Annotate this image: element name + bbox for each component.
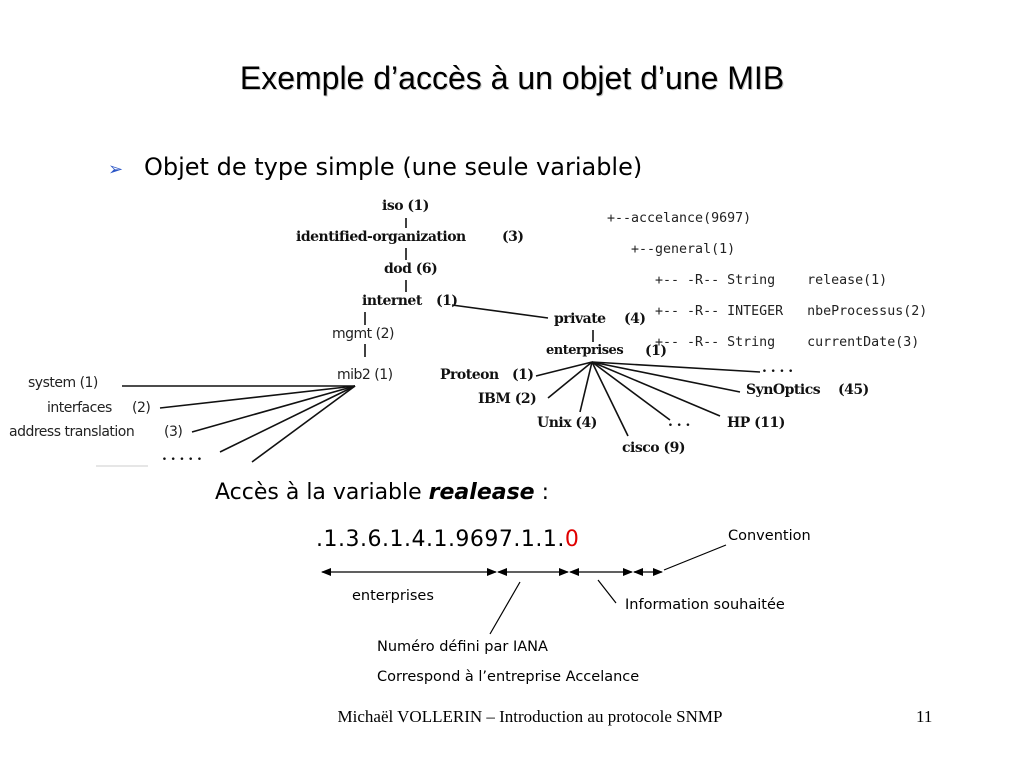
- access-variable: realease: [428, 480, 535, 505]
- code-line-5: +-- -R-- String currentDate(3): [607, 335, 920, 350]
- node-enterprises: enterprises: [546, 343, 624, 358]
- node-dod: dod (6): [384, 261, 438, 277]
- annotation-iana-line-2: Correspond à l’entreprise Accelance: [377, 669, 640, 685]
- oid-value: .1.3.6.1.4.1.9697.1.1.0: [316, 527, 579, 552]
- node-unix: Unix (4): [537, 415, 597, 431]
- node-private: private: [554, 311, 606, 327]
- node-interfaces-num: (2): [132, 400, 151, 416]
- node-mib2-more: . . . . .: [162, 448, 202, 464]
- code-line-1: +--accelance(9697): [607, 211, 752, 226]
- footer-text: Michaël VOLLERIN – Introduction au proto…: [337, 707, 723, 726]
- node-proteon-num: (1): [512, 367, 534, 383]
- annotation-iana-line-1: Numéro défini par IANA: [377, 639, 548, 655]
- node-iso: iso (1): [382, 198, 429, 214]
- node-identified-organization-num: (3): [502, 229, 524, 245]
- node-internet-num: (1): [436, 293, 458, 309]
- node-synoptics: SynOptics: [746, 382, 821, 398]
- annotation-information: Information souhaitée: [625, 597, 785, 613]
- slide-title: Exemple d’accès à un objet d’une MIB: [239, 60, 785, 96]
- bullet-item: ➢ Objet de type simple (une seule variabl…: [108, 153, 642, 181]
- annotation-enterprises: enterprises: [352, 588, 434, 604]
- code-line-3: +-- -R-- String release(1): [607, 273, 888, 288]
- node-hp: HP (11): [727, 415, 785, 431]
- node-address-translation: address translation: [9, 424, 135, 440]
- code-line-2: +--general(1): [607, 242, 736, 257]
- node-mgmt: mgmt (2): [332, 326, 394, 342]
- node-top-dots: . . . .: [762, 360, 793, 376]
- oid-main: .1.3.6.1.4.1.9697.1.1.: [316, 527, 565, 552]
- node-address-translation-num: (3): [164, 424, 183, 440]
- node-private-num: (4): [624, 311, 646, 327]
- node-proteon: Proteon: [440, 367, 499, 383]
- node-system: system (1): [28, 375, 98, 391]
- arrow-bullet-icon: ➢: [108, 159, 124, 180]
- node-enterprises-num: (1): [645, 343, 667, 359]
- access-suffix: :: [534, 480, 550, 505]
- access-prefix: Accès à la variable: [215, 480, 429, 505]
- node-internet: internet: [362, 293, 422, 309]
- node-cisco: cisco (9): [622, 440, 685, 456]
- node-synoptics-num: (45): [838, 382, 869, 398]
- node-interfaces: interfaces: [47, 400, 112, 416]
- access-sentence: Accès à la variable realease :: [215, 480, 549, 505]
- mib-tree-lines: [96, 218, 761, 467]
- node-mib2: mib2 (1): [337, 367, 393, 383]
- annotation-convention: Convention: [728, 528, 811, 544]
- node-enterprises-dots: . . .: [668, 414, 690, 430]
- oid-last-digit: 0: [564, 527, 580, 552]
- node-identified-organization: identified-organization: [296, 229, 466, 245]
- page-number: 11: [916, 707, 933, 726]
- node-ibm: IBM (2): [478, 391, 537, 407]
- code-line-4: +-- -R-- INTEGER nbeProcessus(2): [607, 304, 928, 319]
- bullet-text: Objet de type simple (une seule variable…: [144, 153, 643, 181]
